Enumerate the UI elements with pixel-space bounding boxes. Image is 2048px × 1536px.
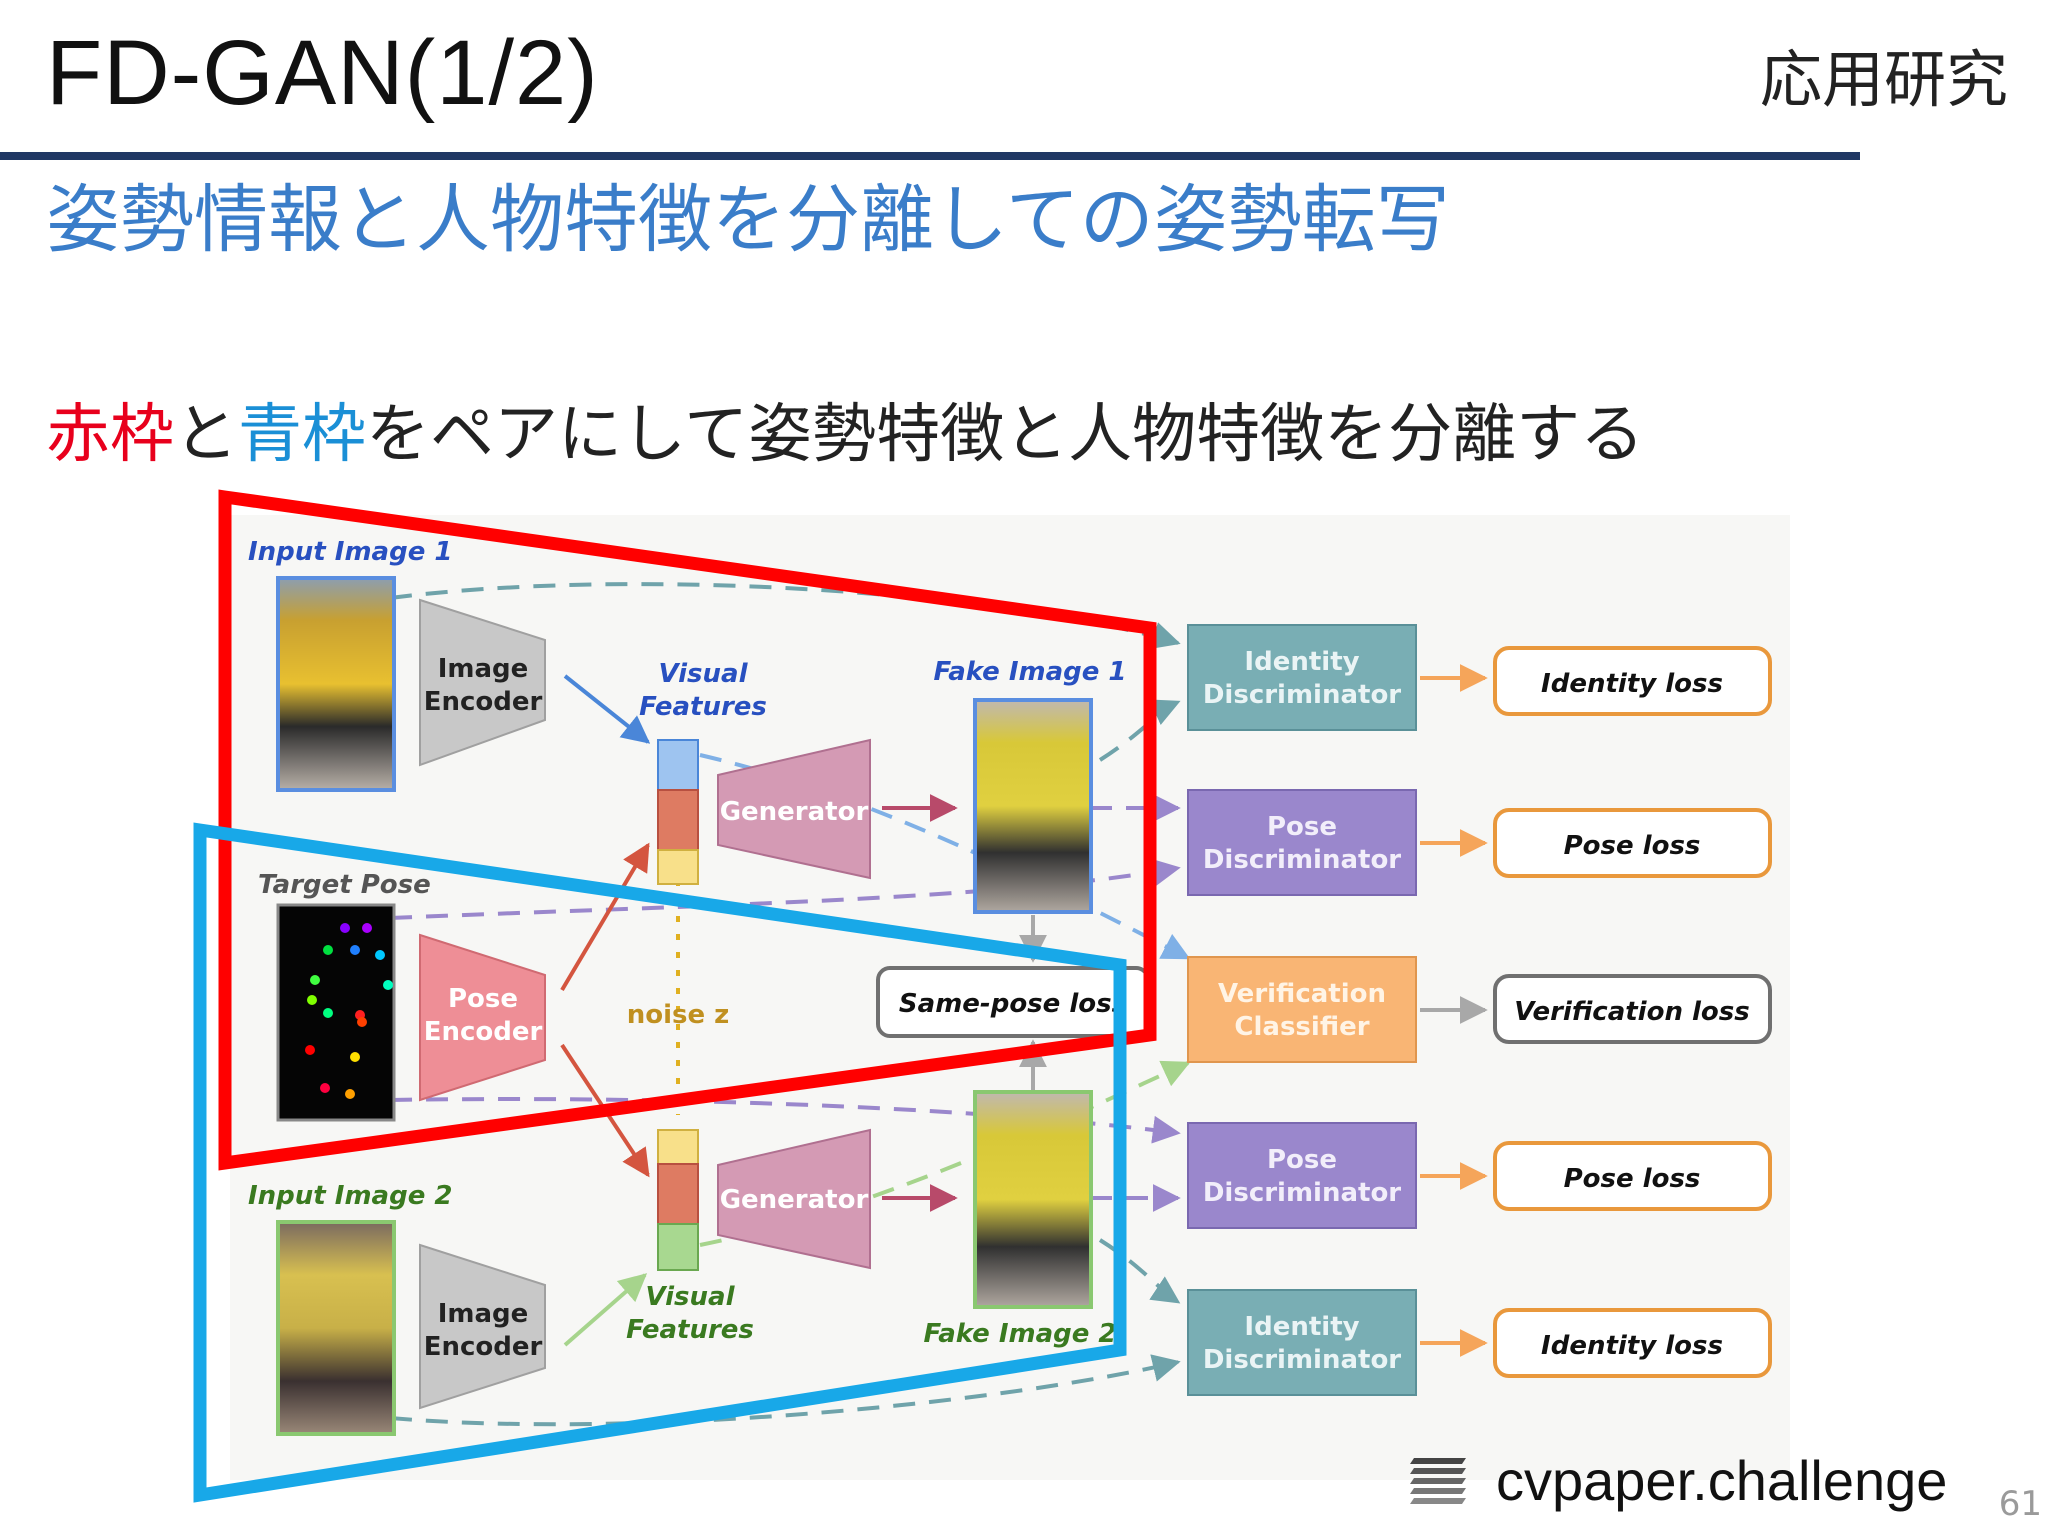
slide-title: FD-GAN(1/2) <box>46 22 599 124</box>
title-underline <box>0 152 1860 160</box>
fake-image-1 <box>973 698 1093 914</box>
pose-loss-top-box <box>1493 808 1772 878</box>
image-encoder-1 <box>419 598 546 767</box>
lead-text: 赤枠と青枠をペアにして姿勢特徴と人物特徴を分離する <box>46 390 1644 480</box>
fake-image-2 <box>973 1090 1093 1309</box>
generator-2 <box>717 1128 871 1270</box>
lead-red-term: 赤枠 <box>46 398 174 472</box>
identity-discriminator-bottom <box>1187 1289 1417 1396</box>
blue-highlight-frame <box>193 822 1127 1503</box>
flow-features1-to-verification <box>699 753 1191 960</box>
pose-discriminator-top <box>1187 789 1417 896</box>
visual-features-2-label-line1: Visual <box>645 1282 735 1312</box>
image-encoder-1-label-line1: Image <box>438 654 529 684</box>
verification-loss-label: Verification loss <box>1514 997 1750 1027</box>
verification-loss-box <box>1493 974 1772 1044</box>
pose-discriminator-bottom-line1: Pose <box>1267 1145 1337 1175</box>
identity-loss-top-box <box>1493 646 1772 716</box>
category-label: 応用研究 <box>1759 43 2008 116</box>
input-image-2 <box>276 1220 396 1436</box>
fdgan-architecture-diagram: Input Image 1 Image Encoder Visual Featu… <box>193 489 1790 1503</box>
pose-loss-top-label: Pose loss <box>1564 831 1701 861</box>
identity-loss-bottom-label: Identity loss <box>1541 1331 1723 1361</box>
flow-fake2-to-identity <box>1098 1238 1181 1304</box>
identity-discriminator-bottom-line1: Identity <box>1244 1312 1359 1342</box>
dashed-flow-lines <box>389 582 1191 1427</box>
pose-encoder-to-features1-arrow <box>560 842 650 992</box>
identity-discriminator-top <box>1187 624 1417 731</box>
generator-2-label: Generator <box>720 1185 869 1215</box>
image-encoder-1-label-line2: Encoder <box>424 687 543 717</box>
flow-pose-to-pose-disc-top <box>389 858 1181 920</box>
stacked-layers-icon <box>1410 1458 1466 1504</box>
visual-features-2-label-line2: Features <box>626 1315 754 1345</box>
input-image-2-label: Input Image 2 <box>248 1181 452 1211</box>
noise-label: noise z <box>627 1000 730 1030</box>
flow-input1-to-identity <box>389 582 1181 650</box>
identity-loss-bottom-box <box>1493 1308 1772 1378</box>
flow-fake1-to-identity <box>1098 699 1181 762</box>
encoder1-to-features-arrow <box>563 674 651 744</box>
pose-discriminator-bottom <box>1187 1122 1417 1229</box>
feature-block-noise-2 <box>657 1129 699 1165</box>
fake-image-2-label: Fake Image 2 <box>923 1319 1116 1349</box>
pose-loss-bottom-label: Pose loss <box>1564 1164 1701 1194</box>
cvpaper-logo: cvpaper.challenge <box>1408 1440 1947 1520</box>
pose-encoder-label-line1: Pose <box>448 984 518 1014</box>
lead-blue-term: 青枠 <box>238 398 366 472</box>
input-image-1-label: Input Image 1 <box>248 537 452 567</box>
flow-input2-to-identity <box>389 1354 1181 1427</box>
verification-classifier-line2: Classifier <box>1234 1012 1369 1042</box>
generator-1 <box>717 738 871 880</box>
verification-classifier-line1: Verification <box>1218 979 1386 1009</box>
logo-text: cvpaper.challenge <box>1496 1448 1948 1512</box>
pose-discriminator-top-line1: Pose <box>1267 812 1337 842</box>
image-encoder-2-label-line1: Image <box>438 1299 529 1329</box>
same-pose-loss-label: Same-pose loss <box>899 989 1127 1019</box>
fake-image-1-label: Fake Image 1 <box>933 657 1126 687</box>
target-pose-image <box>276 903 396 1122</box>
verification-classifier <box>1187 956 1417 1063</box>
feature-block-pose-2 <box>657 1163 699 1225</box>
lead-rest: をペアにして姿勢特徴と人物特徴を分離する <box>366 398 1645 472</box>
pose-encoder <box>419 933 546 1102</box>
encoder2-to-features-arrow <box>563 1273 648 1347</box>
feature-block-appearance-1 <box>657 739 699 791</box>
feature-block-appearance-2 <box>657 1223 699 1271</box>
generator-1-label: Generator <box>720 797 869 827</box>
identity-loss-top-label: Identity loss <box>1541 669 1723 699</box>
identity-discriminator-bottom-line2: Discriminator <box>1203 1345 1401 1375</box>
image-encoder-2 <box>419 1243 546 1410</box>
flow-features2-to-verification <box>699 1060 1191 1247</box>
identity-discriminator-top-line2: Discriminator <box>1203 680 1401 710</box>
pose-loss-bottom-box <box>1493 1141 1772 1211</box>
visual-features-1-label-line1: Visual <box>658 659 748 689</box>
page-number: 61 <box>1998 1484 2042 1524</box>
target-pose-label: Target Pose <box>258 870 431 900</box>
input-image-1 <box>276 576 396 792</box>
pose-keypoints <box>305 923 393 1099</box>
visual-features-1-label-line2: Features <box>639 692 767 722</box>
red-highlight-frame <box>218 489 1157 1171</box>
image-encoder-2-label-line2: Encoder <box>424 1332 543 1362</box>
lead-join: と <box>174 398 238 472</box>
flow-pose-to-pose-disc-bottom <box>389 1097 1181 1144</box>
feature-block-pose-1 <box>657 789 699 851</box>
identity-discriminator-top-line1: Identity <box>1244 647 1359 677</box>
pose-discriminator-bottom-line2: Discriminator <box>1203 1178 1401 1208</box>
pose-discriminator-top-line2: Discriminator <box>1203 845 1401 875</box>
feature-block-noise-1 <box>657 849 699 885</box>
pose-encoder-label-line2: Encoder <box>424 1017 543 1047</box>
slide-subtitle: 姿勢情報と人物特徴を分離しての姿勢転写 <box>46 177 1450 263</box>
